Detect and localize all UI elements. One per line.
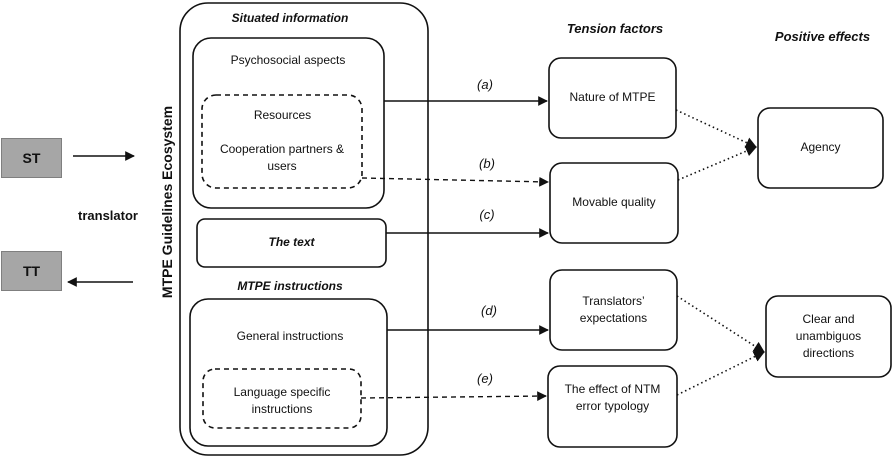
translator-label: translator [78,208,138,223]
effect-item-1: Agency [800,140,841,154]
psychosocial-box [192,37,385,209]
language-specific-box [202,368,362,429]
dotted-arrow-3 [676,295,765,353]
effect-item-2: Clear and unambiguos directions [795,312,862,360]
resources-box [201,94,363,189]
tension-item-4: The effect of NTM error typology [564,382,661,413]
arrow-label-b: (b) [479,156,495,171]
arrow-e [360,391,547,401]
source-text-box: ST [1,138,62,178]
tension-item-3: Translators’ expectations [579,294,648,325]
ecosystem-box [179,2,429,456]
arrow-label-c: (c) [479,207,495,222]
the-text-box [196,218,387,268]
general-instructions-label: General instructions [236,329,344,343]
resources-label: Resources [253,108,312,122]
target-text-box: TT [1,251,62,291]
the-text-label: The text [268,235,315,249]
arrow-label-e: (e) [477,371,493,386]
effect-box-1 [757,107,884,189]
ecosystem-label: MTPE Guidelines Ecosystem [159,105,175,299]
tension-factors-heading: Tension factors [566,21,664,36]
general-instructions-box [189,298,388,447]
positive-effects-heading: Positive effects [774,29,871,44]
effect-box-2 [765,295,892,378]
language-specific-label: Language specific instructions [233,385,331,416]
dotted-arrow-1 [675,109,758,148]
tension-box-1 [548,57,677,139]
tension-box-4 [547,365,678,448]
arrow-label-d: (d) [481,303,497,318]
situated-information-heading: Situated information [231,11,349,25]
dotted-arrow-4 [676,351,766,396]
tension-item-1: Nature of MTPE [569,90,656,104]
arrow-b [361,176,549,187]
tension-item-2: Movable quality [572,195,656,209]
mtpe-instructions-heading: MTPE instructions [237,279,343,293]
tension-box-2 [549,162,679,244]
arrow-label-a: (a) [477,77,493,92]
psychosocial-label: Psychosocial aspects [230,53,346,67]
tension-box-3 [549,269,678,351]
cooperation-label: Cooperation partners & users [219,142,345,173]
dotted-arrow-2 [677,145,758,181]
